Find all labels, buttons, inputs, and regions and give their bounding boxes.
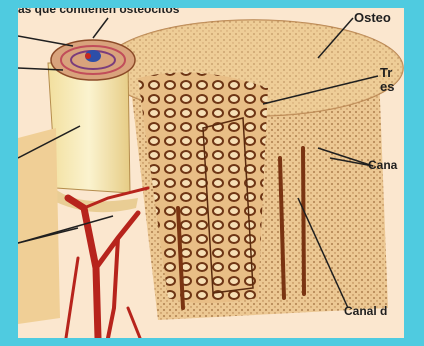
label-canal-d: Canal d [344, 304, 387, 318]
bone-illustration-frame: as que contienen osteocitos Osteo Tr es … [18, 8, 404, 338]
label-trabecula-line2: es [380, 79, 394, 94]
label-trabecula-line1: Tr [380, 65, 392, 80]
label-canals: Cana [368, 158, 397, 172]
osteon-cylinder [48, 63, 130, 193]
label-osteocyte-cavities: as que contienen osteocitos [18, 8, 179, 16]
bone-cross-section-drawing [18, 8, 404, 338]
label-osteon: Osteo [354, 10, 391, 25]
label-trabecula: Tr es [380, 66, 394, 94]
